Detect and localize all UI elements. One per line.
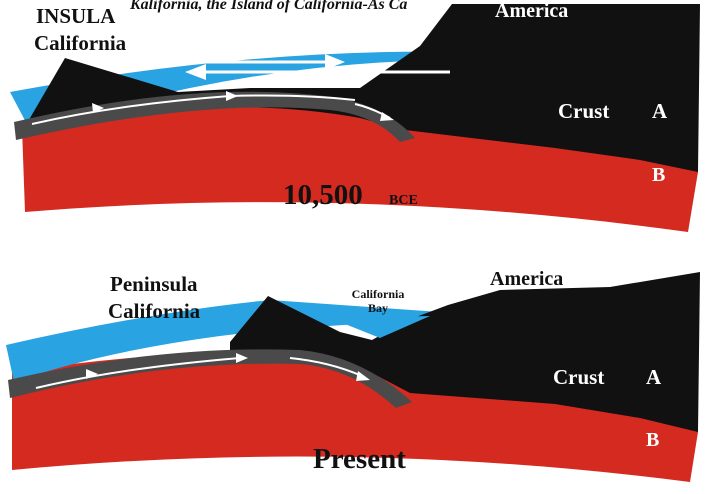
panel-bottom: Peninsula California California Bay Amer… bbox=[6, 268, 700, 482]
top-strip-text: Kalifornia, the Island of California-As … bbox=[129, 0, 407, 13]
label-bay-line1: California bbox=[352, 287, 405, 301]
label-astheno-letter-top: B bbox=[652, 164, 665, 186]
date-suffix: BCE bbox=[389, 193, 418, 208]
label-america-top: America bbox=[495, 0, 568, 22]
label-california-top: California bbox=[34, 31, 127, 55]
label-crust-letter-top: A bbox=[652, 99, 668, 123]
label-bay-line2: Bay bbox=[368, 301, 388, 315]
label-astheno-bottom: Asthenosphere bbox=[440, 429, 566, 451]
label-astheno-letter-bottom: B bbox=[646, 429, 659, 451]
label-america-bottom: America bbox=[490, 268, 563, 290]
date-label: 10,500 bbox=[283, 179, 363, 211]
label-california-bottom: California bbox=[108, 299, 201, 323]
label-astheno-top: Asthenosphere bbox=[446, 164, 572, 186]
label-peninsula: Peninsula bbox=[110, 272, 198, 296]
panel-top: Kalifornia, the Island of California-As … bbox=[10, 0, 700, 232]
label-crust-bottom: Crust bbox=[553, 365, 604, 389]
label-crust-letter-bottom: A bbox=[646, 365, 662, 389]
caption-present: Present bbox=[313, 443, 406, 475]
label-crust-top: Crust bbox=[558, 99, 609, 123]
label-insula: INSULA bbox=[36, 4, 116, 28]
